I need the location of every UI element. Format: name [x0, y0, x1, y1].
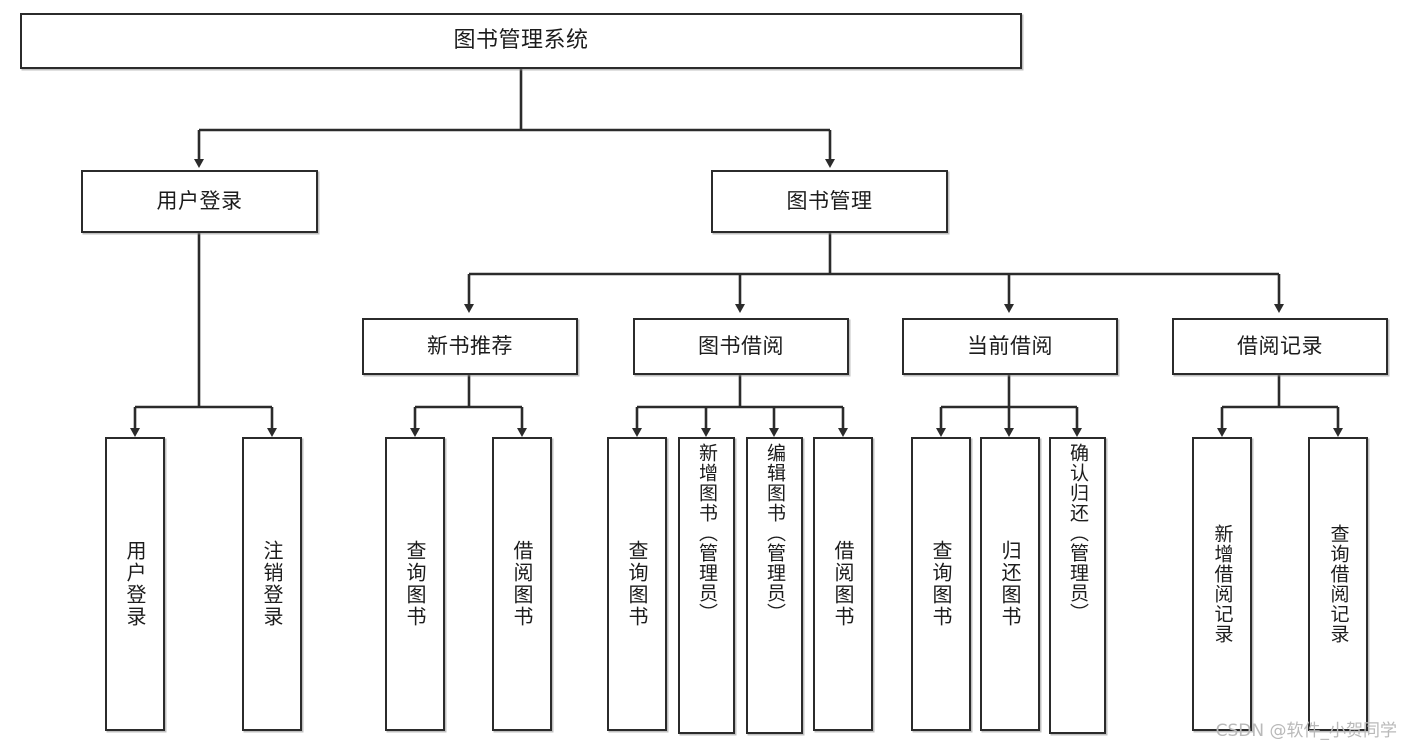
- node-book-borrow[interactable]: 图书借阅: [633, 318, 849, 375]
- node-label: 当前借阅: [967, 334, 1053, 359]
- node-label: 查询图书: [625, 540, 649, 628]
- leaf-borrow-add-book-admin[interactable]: 新增图书（管理员）: [678, 437, 735, 734]
- csdn-watermark: CSDN @软件_小贺同学: [1215, 721, 1397, 741]
- leaf-user-login-signout[interactable]: 注销登录: [242, 437, 302, 731]
- node-label: 新书推荐: [427, 334, 513, 359]
- leaf-user-login-signin[interactable]: 用户登录: [105, 437, 165, 731]
- node-user-login[interactable]: 用户登录: [81, 170, 318, 233]
- node-label: 图书管理: [786, 189, 873, 214]
- node-label: 查询图书: [929, 540, 953, 628]
- leaf-recommend-query-book[interactable]: 查询图书: [385, 437, 445, 731]
- node-label: 查询借阅记录: [1327, 524, 1350, 644]
- node-label: 用户登录: [123, 540, 147, 628]
- node-label: 确认归还（管理员）: [1067, 443, 1089, 623]
- leaf-current-query-book[interactable]: 查询图书: [911, 437, 971, 731]
- leaf-record-query-record[interactable]: 查询借阅记录: [1308, 437, 1368, 731]
- node-label: 查询图书: [403, 540, 427, 628]
- node-label: 编辑图书（管理员）: [764, 443, 786, 623]
- leaf-recommend-borrow-book[interactable]: 借阅图书: [492, 437, 552, 731]
- leaf-borrow-borrow-book[interactable]: 借阅图书: [813, 437, 873, 731]
- node-root-system[interactable]: 图书管理系统: [20, 13, 1022, 69]
- node-label: 新增图书（管理员）: [696, 443, 718, 623]
- leaf-current-return-book[interactable]: 归还图书: [980, 437, 1040, 731]
- node-label: 借阅图书: [831, 540, 855, 628]
- node-borrow-record[interactable]: 借阅记录: [1172, 318, 1388, 375]
- node-label: 图书管理系统: [453, 28, 589, 54]
- leaf-borrow-query-book[interactable]: 查询图书: [607, 437, 667, 731]
- leaf-borrow-edit-book-admin[interactable]: 编辑图书（管理员）: [746, 437, 803, 734]
- node-new-book-recommend[interactable]: 新书推荐: [362, 318, 578, 375]
- node-label: 用户登录: [156, 189, 243, 214]
- node-book-management[interactable]: 图书管理: [711, 170, 948, 233]
- node-label: 图书借阅: [698, 334, 784, 359]
- node-label: 归还图书: [998, 540, 1022, 628]
- node-current-borrow[interactable]: 当前借阅: [902, 318, 1118, 375]
- node-label: 注销登录: [260, 540, 284, 628]
- leaf-current-confirm-return-admin[interactable]: 确认归还（管理员）: [1049, 437, 1106, 734]
- node-label: 借阅图书: [510, 540, 534, 628]
- leaf-record-add-record[interactable]: 新增借阅记录: [1192, 437, 1252, 731]
- node-label: 新增借阅记录: [1211, 524, 1234, 644]
- node-label: 借阅记录: [1237, 334, 1323, 359]
